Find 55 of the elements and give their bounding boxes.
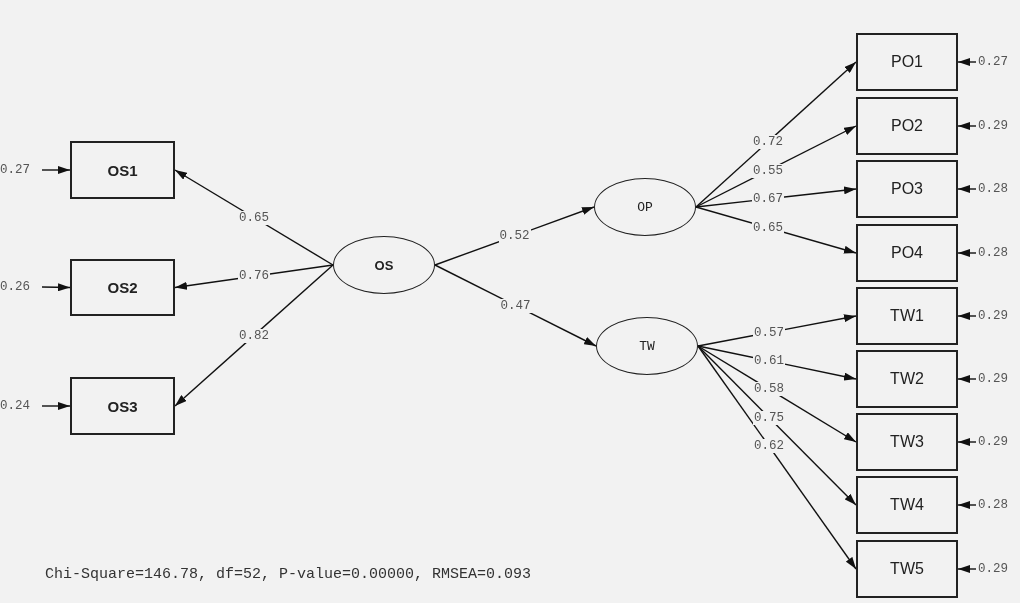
arrow (957, 312, 977, 320)
observed-variable-box: TW3 (856, 413, 958, 471)
arrow (695, 61, 857, 208)
arrow (41, 166, 71, 174)
error-variance: 0.29 (978, 369, 1016, 389)
error-variance: 0.28 (978, 243, 1016, 263)
observed-variable-box: PO1 (856, 33, 958, 91)
edge-label: 0.57 (753, 325, 786, 340)
edge-label: 0.65 (238, 210, 270, 225)
latent-variable-ellipse: OS (333, 236, 435, 294)
observed-variable-box: PO3 (856, 160, 958, 218)
arrow (957, 501, 977, 509)
edge-label: 0.82 (238, 328, 270, 343)
arrow (957, 375, 977, 383)
arrow (957, 249, 977, 257)
error-variance: 0.27 (978, 52, 1016, 72)
error-variance: 0.28 (978, 495, 1016, 515)
error-variance: 0.24 (0, 396, 48, 416)
error-variance: 0.26 (0, 277, 48, 297)
error-variance: 0.27 (0, 160, 48, 180)
observed-variable-box: PO4 (856, 224, 958, 282)
observed-variable-box: TW1 (856, 287, 958, 345)
arrow (957, 122, 977, 130)
edge-label: 0.52 (498, 229, 531, 243)
edge-label: 0.72 (752, 134, 784, 149)
edge-label: 0.75 (753, 410, 786, 425)
latent-variable-ellipse: TW (596, 317, 698, 375)
edge-label: 0.61 (753, 353, 786, 368)
error-variance: 0.29 (978, 559, 1016, 579)
arrow (174, 264, 334, 407)
arrow (41, 402, 71, 410)
observed-variable-box: OS3 (70, 377, 175, 435)
edge-label: 0.55 (752, 163, 784, 178)
latent-variable-ellipse: OP (594, 178, 696, 236)
error-variance: 0.29 (978, 432, 1016, 452)
observed-variable-box: OS1 (70, 141, 175, 199)
arrow (957, 438, 977, 446)
arrow (957, 185, 977, 193)
observed-variable-box: OS2 (70, 259, 175, 316)
arrow (957, 565, 977, 573)
error-variance: 0.29 (978, 306, 1016, 326)
edge-label: 0.65 (752, 220, 784, 235)
arrow (957, 58, 977, 66)
observed-variable-box: PO2 (856, 97, 958, 155)
edge-label: 0.62 (753, 439, 786, 454)
edge-label: 0.58 (753, 382, 786, 397)
edge-label: 0.47 (499, 298, 532, 313)
error-variance: 0.28 (978, 179, 1016, 199)
error-variance: 0.29 (978, 116, 1016, 136)
arrow (697, 345, 857, 570)
observed-variable-box: TW2 (856, 350, 958, 408)
fit-statistics: Chi-Square=146.78, df=52, P-value=0.00000, RMSEA=0.093 (45, 566, 532, 583)
observed-variable-box: TW4 (856, 476, 958, 534)
arrow (41, 283, 71, 292)
observed-variable-box: TW5 (856, 540, 958, 598)
